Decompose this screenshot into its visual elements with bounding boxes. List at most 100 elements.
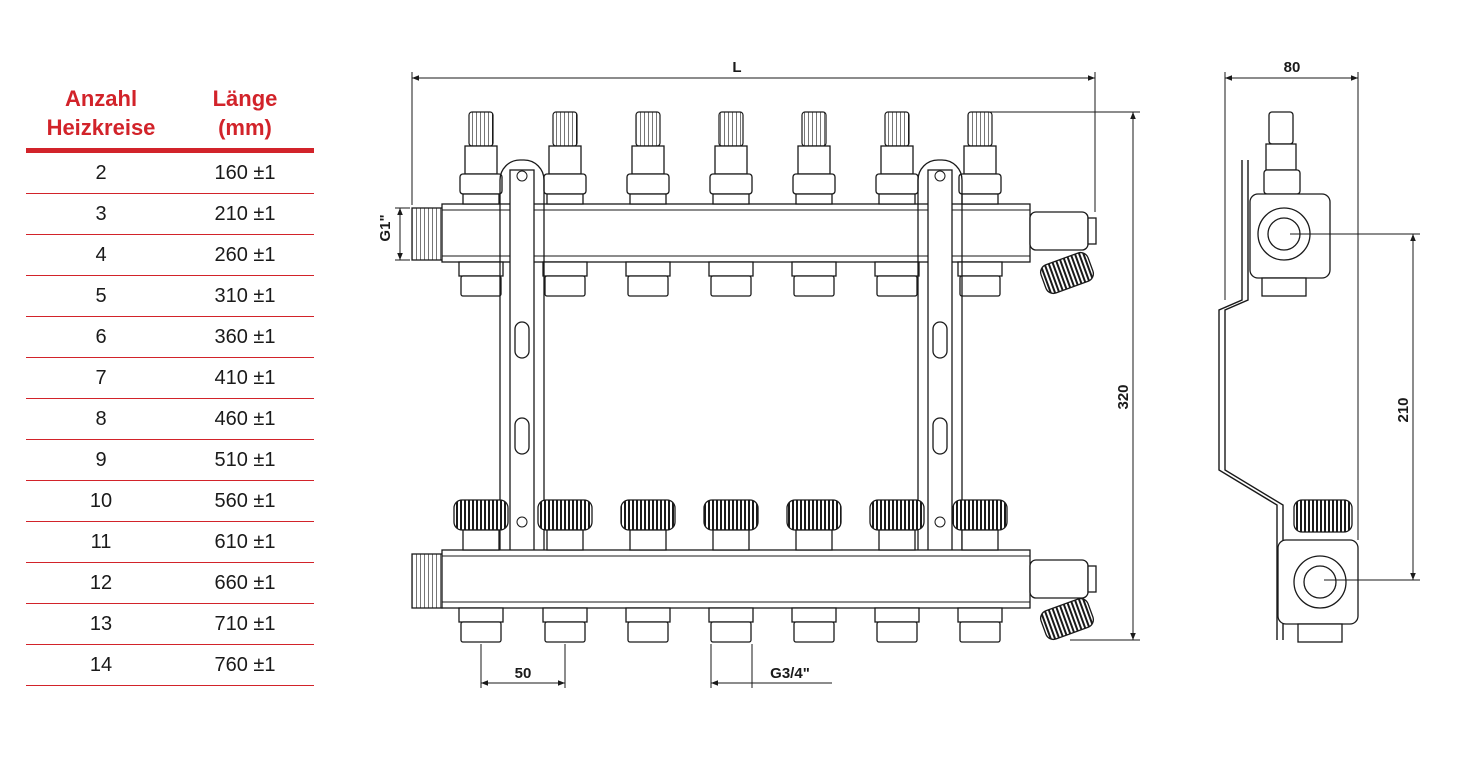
cell-length: 460 ±1	[214, 407, 276, 430]
side-return-outlet	[1297, 623, 1343, 643]
valve-stem	[795, 529, 833, 551]
cell-length: 210 ±1	[214, 202, 276, 225]
wall-bracket	[499, 159, 545, 581]
valve-handwheel	[537, 499, 593, 531]
valve-knob	[869, 499, 925, 643]
side-valve-handwheel	[1293, 499, 1353, 533]
flow-meter-cap	[967, 111, 993, 147]
flow-meter-base	[878, 193, 916, 205]
flow-meter-body	[963, 145, 997, 175]
header-count-line1: Anzahl	[64, 86, 138, 111]
cell-count: 8	[95, 407, 107, 430]
cell-count: 6	[95, 325, 107, 348]
air-vent-cap	[1087, 565, 1097, 593]
side-view	[1218, 111, 1359, 643]
flow-meter-cap	[884, 111, 910, 147]
bracket-screw	[516, 170, 528, 182]
table-row: 11 610 ±1	[26, 522, 314, 563]
cell-count: 4	[95, 243, 107, 266]
dim-label-outlet: G3/4"	[770, 665, 810, 682]
outlet-nut	[458, 261, 504, 277]
outlet-nut	[542, 261, 588, 277]
side-supply-outlet	[1261, 277, 1307, 297]
outlet-fitting	[710, 621, 752, 643]
outlet-nut	[874, 607, 920, 623]
cell-length: 360 ±1	[214, 325, 276, 348]
drain-valve	[1039, 597, 1095, 641]
flow-meter	[874, 111, 920, 297]
cell-count: 14	[89, 653, 113, 676]
valve-handwheel	[786, 499, 842, 531]
dim-label-height: 320	[1115, 384, 1132, 409]
flow-meter-body	[464, 145, 498, 175]
side-flow-meter-cap	[1268, 111, 1294, 145]
cell-length: 660 ±1	[214, 571, 276, 594]
bracket-slot	[932, 321, 948, 359]
valve-knob	[703, 499, 759, 643]
return-thread	[411, 553, 443, 609]
valve-stem	[961, 529, 999, 551]
flow-meter	[957, 111, 1003, 297]
table-header: Anzahl Heizkreise Länge (mm)	[26, 84, 314, 153]
outlet-nut	[542, 607, 588, 623]
flow-meter-nut	[459, 173, 503, 195]
flow-meter-nut	[958, 173, 1002, 195]
dim-label-rail: 210	[1395, 397, 1412, 422]
cell-length: 260 ±1	[214, 243, 276, 266]
flow-meter-base	[961, 193, 999, 205]
header-length: Länge (mm)	[176, 84, 314, 148]
dim-label-inlet: G1"	[377, 214, 394, 241]
flow-meter-cap	[468, 111, 494, 147]
cell-length: 710 ±1	[214, 612, 276, 635]
valve-stem	[712, 529, 750, 551]
valve-handwheel	[869, 499, 925, 531]
return-bar	[411, 499, 1097, 643]
outlet-nut	[708, 261, 754, 277]
outlet-fitting	[959, 275, 1001, 297]
dim-label-spacing: 50	[515, 665, 532, 682]
bracket-strap	[927, 169, 953, 571]
outlet-fitting	[460, 621, 502, 643]
cell-count: 11	[90, 530, 112, 553]
cell-count: 3	[95, 202, 107, 225]
table-row: 3 210 ±1	[26, 194, 314, 235]
outlet-nut	[708, 607, 754, 623]
dim-label-depth: 80	[1284, 59, 1301, 76]
side-flow-meter-body	[1265, 143, 1297, 171]
header-length-line1: Länge	[212, 86, 278, 111]
outlet-fitting	[627, 275, 669, 297]
outlet-fitting	[627, 621, 669, 643]
air-vent	[1029, 211, 1089, 251]
side-dimensions: 80 210	[1224, 59, 1420, 581]
header-length-line2: (mm)	[218, 115, 272, 140]
inlet-thread	[411, 207, 443, 261]
side-bracket	[1224, 160, 1284, 640]
flow-meter	[625, 111, 671, 297]
flow-meter	[458, 111, 504, 297]
outlet-nut	[625, 261, 671, 277]
cell-length: 610 ±1	[214, 530, 276, 553]
flow-meter	[708, 111, 754, 297]
flow-meter-nut	[792, 173, 836, 195]
valve-handwheel	[620, 499, 676, 531]
outlet-fitting	[793, 275, 835, 297]
flow-meter-nut	[626, 173, 670, 195]
valve-stem	[878, 529, 916, 551]
outlet-fitting	[793, 621, 835, 643]
bracket-screw	[934, 516, 946, 528]
flow-meter-cap	[552, 111, 578, 147]
flow-meter	[791, 111, 837, 297]
side-return-port-inner	[1303, 565, 1337, 599]
outlet-nut	[458, 607, 504, 623]
flow-meter-base	[546, 193, 584, 205]
air-vent	[1029, 559, 1089, 599]
header-count: Anzahl Heizkreise	[26, 84, 176, 148]
outlet-nut	[957, 607, 1003, 623]
